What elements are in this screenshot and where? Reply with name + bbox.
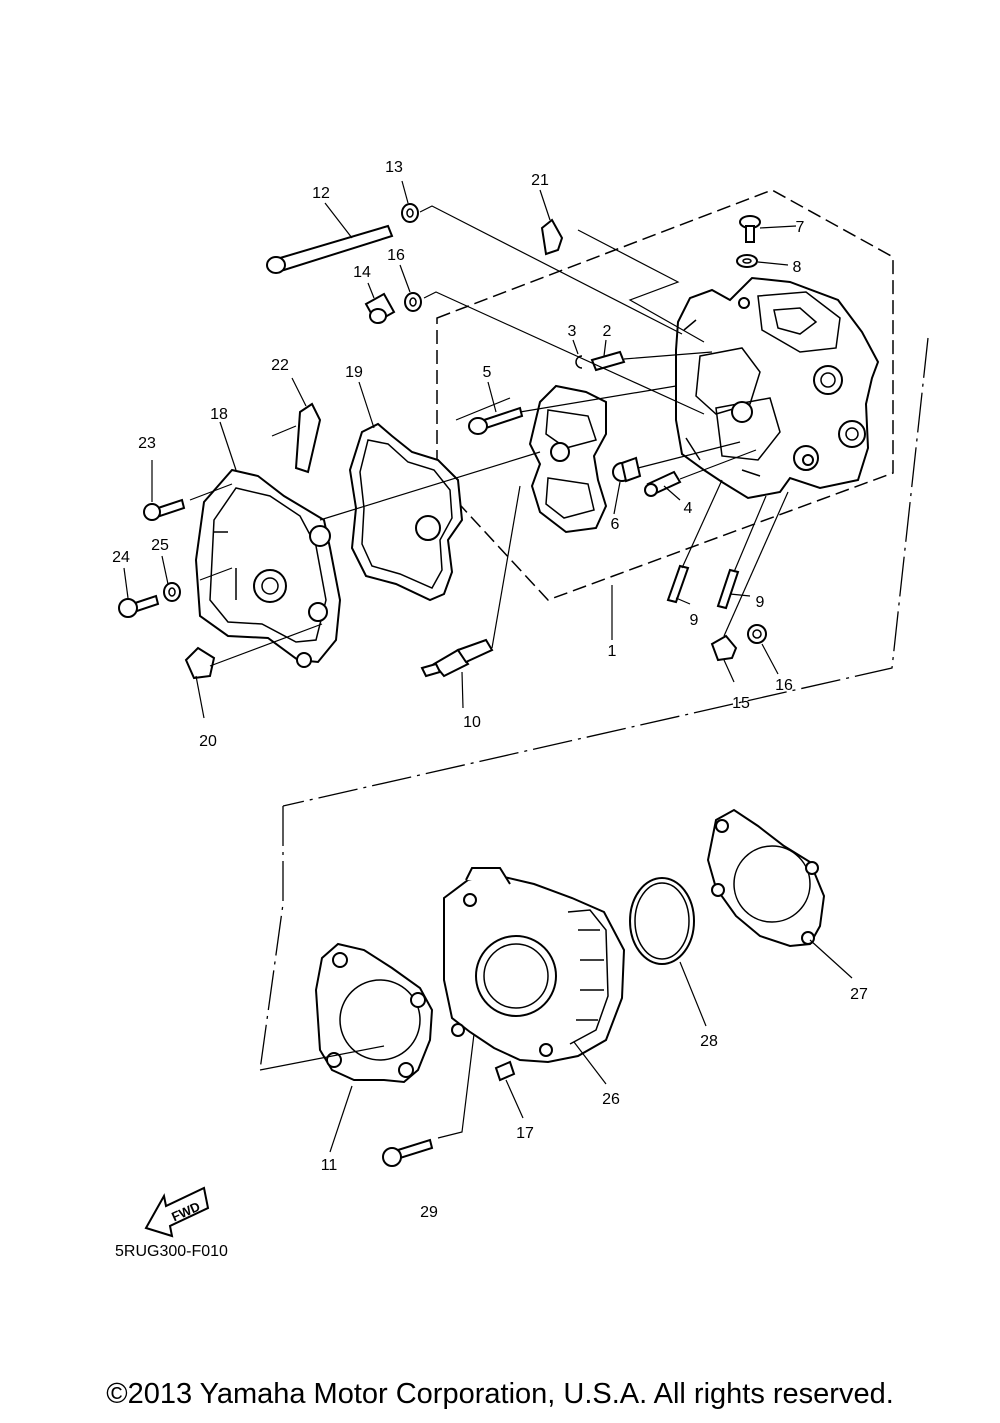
leader-lines — [123, 180, 853, 1153]
base-gasket-27 — [706, 808, 826, 948]
callouts: 1 2 3 4 5 6 7 8 9 9 10 11 12 13 14 15 16… — [112, 159, 868, 1221]
callout-22: 22 — [271, 357, 289, 374]
cylinder-gasket-11 — [314, 942, 434, 1084]
cylinder-frame-line — [259, 806, 284, 1071]
bolt-7 — [739, 215, 761, 243]
callout-10: 10 — [463, 714, 481, 731]
callout-18: 18 — [210, 406, 228, 423]
callout-12: 12 — [312, 185, 330, 202]
fwd-arrow-icon: FWD — [144, 1186, 210, 1238]
callout-19: 19 — [345, 364, 363, 381]
callout-24: 24 — [112, 549, 130, 566]
callout-29: 29 — [420, 1204, 438, 1221]
callout-2: 2 — [603, 323, 612, 340]
callout-25: 25 — [151, 537, 169, 554]
camshaft-holder — [528, 384, 608, 534]
callout-1: 1 — [608, 643, 617, 660]
plug-15 — [710, 634, 738, 662]
callout-7: 7 — [796, 219, 805, 236]
callout-23: 23 — [138, 435, 156, 452]
cylinder-head — [675, 276, 880, 500]
washer-25 — [163, 582, 181, 602]
valve-guide-2 — [590, 350, 626, 372]
washer-16-bottom — [747, 624, 767, 644]
cylinder-26 — [443, 867, 626, 1064]
callout-28: 28 — [700, 1033, 718, 1050]
washer-13 — [401, 203, 419, 223]
seal-6 — [612, 456, 642, 483]
callout-16b: 16 — [775, 677, 793, 694]
head-cover — [194, 468, 342, 668]
bolt-5 — [468, 406, 524, 435]
dowel-14 — [364, 292, 396, 324]
bolt-29 — [382, 1138, 434, 1167]
clip-3 — [575, 355, 583, 369]
washer-16-top — [404, 292, 422, 312]
diagram-code: 5RUG300-F010 — [115, 1243, 228, 1260]
dowel-17 — [494, 1060, 516, 1082]
spark-plug-10 — [420, 638, 494, 678]
guide-21 — [540, 218, 564, 256]
callout-27: 27 — [850, 986, 868, 1003]
stud-9-left — [666, 564, 690, 604]
callout-20: 20 — [199, 733, 217, 750]
callout-4: 4 — [684, 500, 693, 517]
clamp-20 — [184, 646, 216, 680]
callout-8: 8 — [793, 259, 802, 276]
callout-6: 6 — [611, 516, 620, 533]
head-frame-line — [282, 337, 929, 807]
callout-9a: 9 — [690, 612, 699, 629]
callout-21: 21 — [531, 172, 549, 189]
head-cover-gasket — [348, 422, 464, 602]
valve-part-4 — [644, 470, 682, 497]
washer-8 — [736, 254, 758, 268]
bolt-23 — [143, 498, 186, 521]
stud-9-right — [716, 568, 740, 610]
callout-13: 13 — [385, 159, 403, 176]
callout-11: 11 — [321, 1157, 338, 1174]
guide-22 — [294, 402, 322, 474]
o-ring-28 — [629, 877, 695, 965]
callout-16a: 16 — [387, 247, 405, 264]
callout-3: 3 — [568, 323, 577, 340]
callout-14: 14 — [353, 264, 371, 281]
bolt-24 — [118, 594, 160, 618]
callout-17: 17 — [516, 1125, 534, 1142]
callout-9b: 9 — [756, 594, 765, 611]
callout-26: 26 — [602, 1091, 620, 1108]
callout-15: 15 — [732, 695, 750, 712]
copyright-notice: ©2013 Yamaha Motor Corporation, U.S.A. A… — [106, 1378, 894, 1410]
callout-5: 5 — [483, 364, 492, 381]
bolt-12 — [266, 224, 394, 274]
